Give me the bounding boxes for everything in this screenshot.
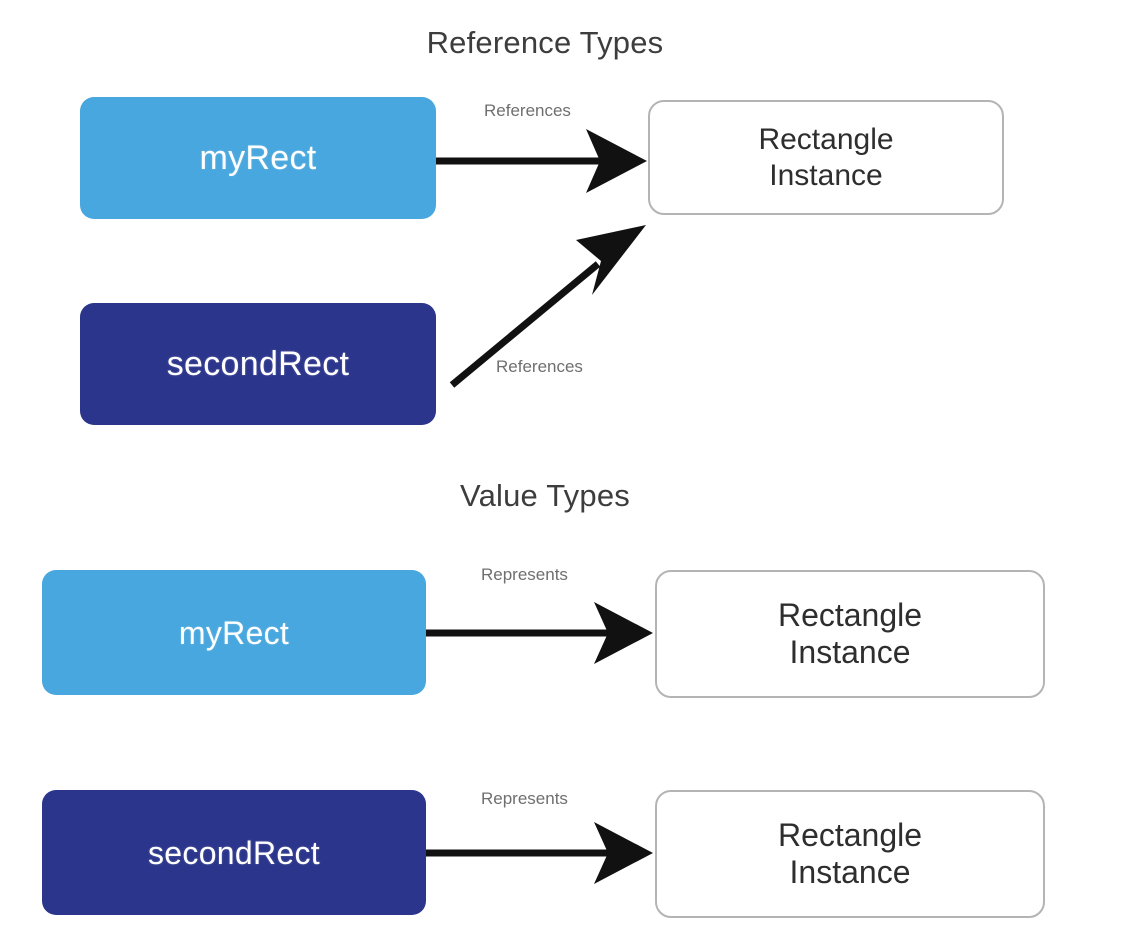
edge-label-references-secondrect: References [496,357,583,376]
instance-box-rectangle-reference: Rectangle Instance [648,100,1004,215]
arrow-value-myrect [426,602,653,664]
edge-label-represents-myrect: Represents [481,565,568,584]
section-title-reference-types: Reference Types [426,25,664,60]
variable-label: myRect [199,139,317,177]
variable-box-myrect-reference: myRect [80,97,436,219]
instance-line-2: Instance [769,158,883,192]
instance-line-1: Rectangle [777,816,923,853]
instance-line-2: Instance [789,634,911,670]
variable-box-myrect-value: myRect [42,570,426,695]
edge-label-references-myrect: References [484,101,571,120]
variable-label: secondRect [166,345,350,383]
variable-box-secondrect-reference: secondRect [80,303,436,425]
variable-label: secondRect [148,834,320,871]
arrow-value-secondrect [426,822,653,884]
instance-line-2: Instance [789,854,911,890]
instance-box-rectangle-value-second: Rectangle Instance [655,790,1045,918]
variable-label: myRect [178,614,290,651]
variable-box-secondrect-value: secondRect [42,790,426,915]
edge-label-represents-secondrect: Represents [481,789,568,808]
section-title-value-types: Value Types [460,478,630,513]
instance-line-1: Rectangle [758,123,894,157]
instance-line-1: Rectangle [777,596,923,633]
arrow-reference-myrect [436,129,647,193]
instance-box-rectangle-value-first: Rectangle Instance [655,570,1045,698]
